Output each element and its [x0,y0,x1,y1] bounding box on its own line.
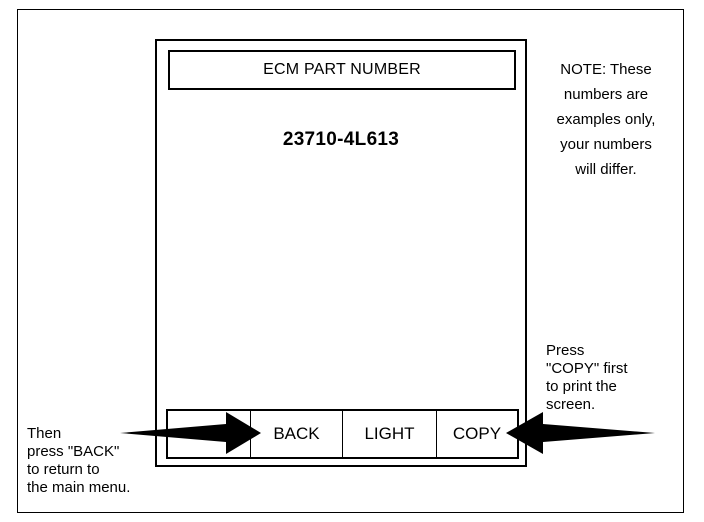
note-line: will differ. [575,161,637,178]
back-callout-line: press "BACK" [27,443,120,460]
note-line: NOTE: These [560,61,652,78]
scan-tool-screen: ECM PART NUMBER 23710-4L613 BACK LIGHT C… [155,39,527,467]
copy-callout-line: to print the [546,378,617,395]
back-button-label: BACK [273,424,320,443]
light-button-label: LIGHT [364,424,415,443]
note-line: numbers are [563,86,649,103]
arrow-right-icon [120,412,261,454]
screen-title: ECM PART NUMBER [168,50,516,90]
softkey-bar: BACK LIGHT COPY [166,409,519,459]
note-annotation: NOTE: These numbers are examples only, y… [536,57,676,182]
back-callout-line: Then [27,425,62,442]
back-callout-line: to return to [27,461,100,478]
copy-button[interactable]: COPY [437,411,517,457]
copy-callout-line: screen. [546,396,596,413]
light-button[interactable]: LIGHT [343,411,437,457]
note-line: examples only, [556,111,656,128]
screen-title-text: ECM PART NUMBER [263,61,421,78]
note-line: your numbers [560,136,652,153]
copy-button-label: COPY [452,424,502,443]
ecm-part-number-value: 23710-4L613 [282,129,400,150]
back-callout-line: the main menu. [27,479,131,496]
back-button[interactable]: BACK [251,411,343,457]
copy-callout: Press "COPY" first to print the screen. [546,342,671,414]
copy-callout-line: Press [546,342,585,359]
figure-frame [17,9,684,513]
arrow-left-icon [506,412,655,454]
copy-callout-line: "COPY" first [546,360,628,377]
back-callout: Then press "BACK" to return to the main … [27,425,167,497]
